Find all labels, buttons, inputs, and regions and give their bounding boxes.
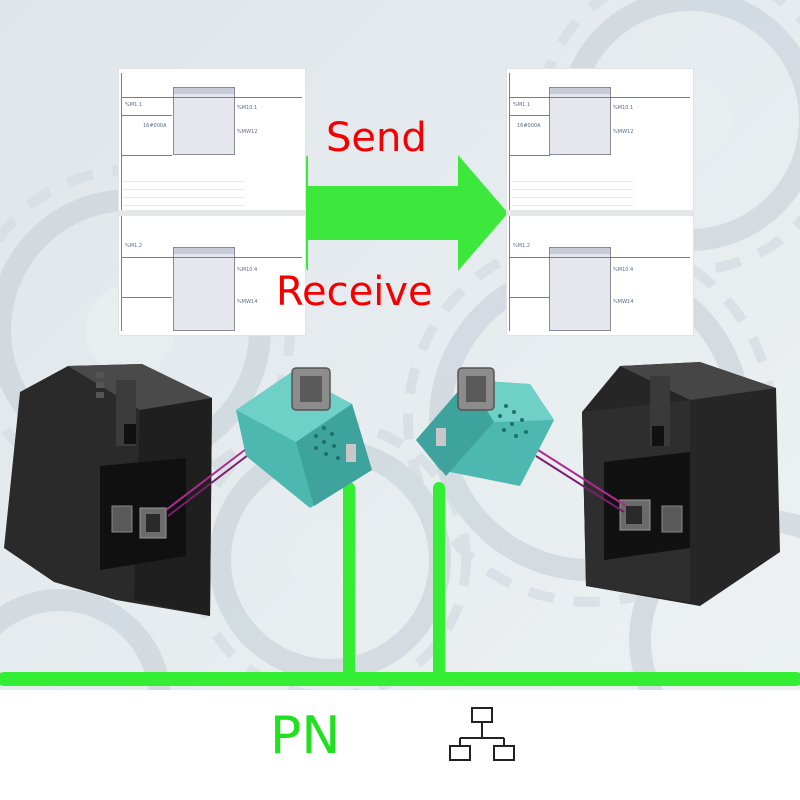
- network-topology-icon: [449, 707, 515, 761]
- send-label: Send: [326, 115, 427, 161]
- serial-cables: [165, 445, 627, 517]
- bidirectional-arrow: [260, 155, 508, 271]
- receive-label: Receive: [276, 269, 433, 315]
- network-lines: [0, 482, 800, 686]
- adapter-left: [236, 367, 372, 508]
- plc-right: [582, 362, 780, 606]
- network-label: PN: [270, 706, 341, 766]
- ladder-screenshot-left: %M1.1 16#000A %M10.1 %MW12 %M1.2 %M10.4 …: [118, 68, 306, 336]
- adapter-right: [416, 367, 554, 486]
- plc-left: [4, 364, 212, 616]
- lower-background: [0, 690, 800, 800]
- ladder-screenshot-right: %M1.1 16#000A %M10.1 %MW12 %M1.2 %M10.4 …: [506, 68, 694, 336]
